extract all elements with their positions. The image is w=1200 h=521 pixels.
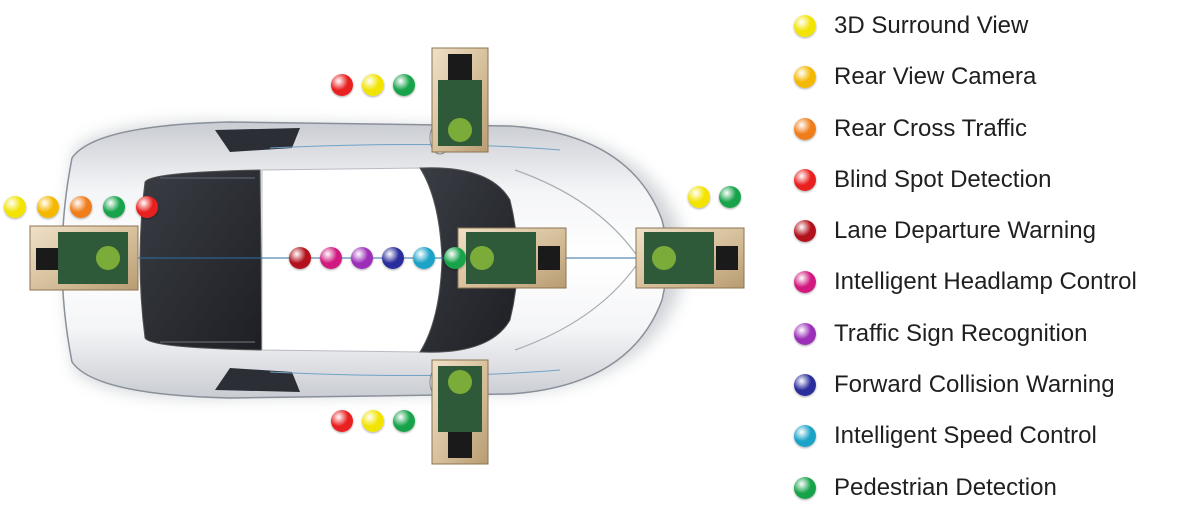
legend-item-rearcam: Rear View Camera	[792, 59, 1192, 110]
left-intake-top	[215, 128, 300, 152]
legend-item-surround: 3D Surround View	[792, 8, 1192, 59]
legend-dot-speed	[794, 425, 816, 448]
windshield-camera-dot-lane	[289, 247, 311, 269]
bottom-mirror-camera-dot-ped	[393, 410, 415, 432]
legend-dot-fcw	[794, 374, 816, 397]
legend-item-speed: Intelligent Speed Control	[792, 418, 1192, 469]
legend-label: Forward Collision Warning	[834, 371, 1115, 399]
legend-dot-surround	[794, 15, 816, 37]
legend-dot-blindspot	[794, 168, 816, 191]
legend-dot-sign	[794, 322, 816, 345]
legend-dot-headlamp	[794, 271, 816, 294]
front-camera-module	[635, 227, 745, 289]
legend-dot-lane	[794, 220, 816, 243]
rear-camera-dot-surround	[4, 196, 26, 218]
bottom-mirror-camera-module	[431, 359, 489, 465]
rear-camera-dot-crosstraf	[70, 196, 92, 218]
legend-label: 3D Surround View	[834, 12, 1029, 39]
bottom-mirror-camera-dot-blindspot	[331, 410, 353, 432]
legend-item-blindspot: Blind Spot Detection	[792, 162, 1192, 213]
rear-window	[139, 169, 263, 351]
legend-label: Traffic Sign Recognition	[834, 319, 1088, 347]
legend-dot-ped	[794, 476, 816, 499]
windshield-camera-dot-fcw	[382, 247, 404, 269]
legend-dot-crosstraf	[794, 117, 816, 140]
windshield-camera-dot-headlamp	[320, 247, 342, 269]
rear-camera-dot-rearcam	[37, 196, 59, 218]
legend-item-sign: Traffic Sign Recognition	[792, 316, 1192, 367]
rear-camera-dot-blindspot	[136, 196, 158, 218]
front-camera-dot-surround	[688, 186, 710, 208]
windshield-camera-dot-sign	[351, 247, 373, 269]
legend-label: Rear View Camera	[834, 63, 1037, 91]
rear-camera-module	[29, 225, 139, 291]
engine-vents	[160, 177, 255, 343]
legend-item-ped: Pedestrian Detection	[792, 470, 1192, 521]
top-mirror-camera-dot-ped	[393, 74, 415, 96]
top-mirror-camera-dot-blindspot	[331, 74, 353, 96]
legend-dot-rearcam	[794, 66, 816, 89]
legend-label: Intelligent Speed Control	[834, 422, 1097, 450]
legend-label: Intelligent Headlamp Control	[834, 268, 1137, 296]
windshield-camera-module	[457, 227, 567, 289]
legend-label: Rear Cross Traffic	[834, 114, 1027, 142]
legend-label: Pedestrian Detection	[834, 473, 1057, 501]
top-mirror-camera-module	[431, 47, 489, 153]
bottom-mirror-camera-dot-surround	[362, 410, 384, 432]
legend-item-headlamp: Intelligent Headlamp Control	[792, 264, 1192, 315]
legend-label: Blind Spot Detection	[834, 165, 1052, 193]
rear-camera-dot-ped	[103, 196, 125, 218]
legend-item-crosstraf: Rear Cross Traffic	[792, 111, 1192, 162]
top-mirror-camera-dot-surround	[362, 74, 384, 96]
windshield-camera-dot-speed	[413, 247, 435, 269]
legend-item-lane: Lane Departure Warning	[792, 213, 1192, 264]
legend-label: Lane Departure Warning	[834, 217, 1096, 245]
front-camera-dot-ped	[719, 186, 741, 208]
windshield-camera-dot-ped	[444, 247, 466, 269]
legend-item-fcw: Forward Collision Warning	[792, 367, 1192, 418]
left-intake-bottom	[215, 368, 300, 392]
